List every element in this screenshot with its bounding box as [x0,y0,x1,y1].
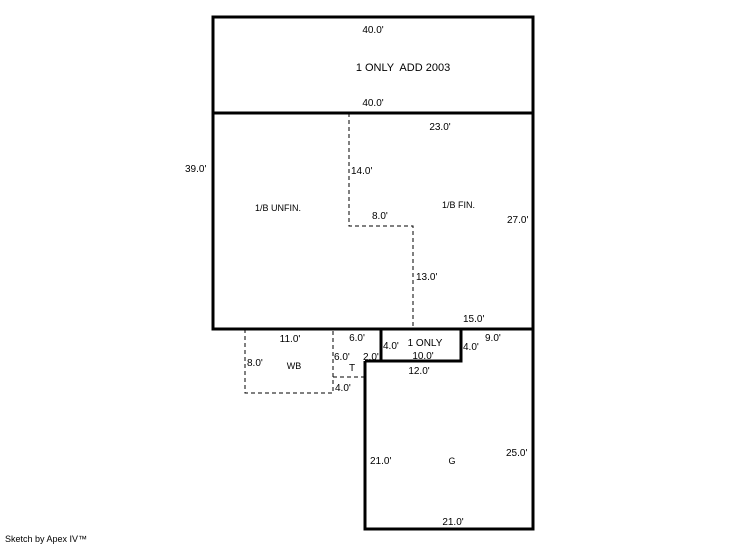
dim-t-top: 6.0' [349,333,365,344]
dim-garage-left: 21.0' [370,456,391,467]
dim-one-only-bottom: 10.0' [412,351,433,362]
dim-fin-left-upper: 14.0' [351,166,372,177]
dim-t-right: 2.0' [363,352,379,363]
dim-fin-bottom: 15.0' [463,314,484,325]
dim-left-side: 39.0' [185,164,206,175]
sketch-credit: Sketch by Apex IV™ [5,534,88,544]
dim-right-side: 27.0' [507,215,528,226]
label-garage: G [448,456,455,466]
dim-add-bottom: 40.0' [362,98,383,109]
garage-outline [363,329,535,531]
dim-t-bottom: 4.0' [335,383,351,394]
one-only-outline [379,329,463,363]
main-outline [211,111,535,331]
label-unfinished: 1/B UNFIN. [255,203,301,213]
label-addition: 1 ONLY ADD 2003 [356,62,450,74]
dim-wb-top: 11.0' [280,334,301,345]
dim-fin-step: 8.0' [372,211,388,222]
dim-garage-top-right: 9.0' [485,333,501,344]
label-finished: 1/B FIN. [442,200,475,210]
dim-fin-left-lower: 13.0' [416,272,437,283]
dim-fin-top: 23.0' [429,122,450,133]
dim-wb-left: 8.0' [247,358,263,369]
label-one-only: 1 ONLY [408,338,443,349]
label-t: T [349,363,355,374]
label-wb: WB [287,361,302,371]
dim-garage-top: 12.0' [408,366,429,377]
dim-one-only-left: 4.0' [383,341,399,352]
dim-garage-bottom: 21.0' [442,517,463,528]
dim-garage-right: 25.0' [506,448,527,459]
fin-unfin-divider [348,113,414,329]
wb-outline [244,329,334,394]
dim-add-top: 40.0' [362,25,383,36]
dim-one-only-right: 4.0' [463,342,479,353]
dim-t-left: 6.0' [334,352,350,363]
